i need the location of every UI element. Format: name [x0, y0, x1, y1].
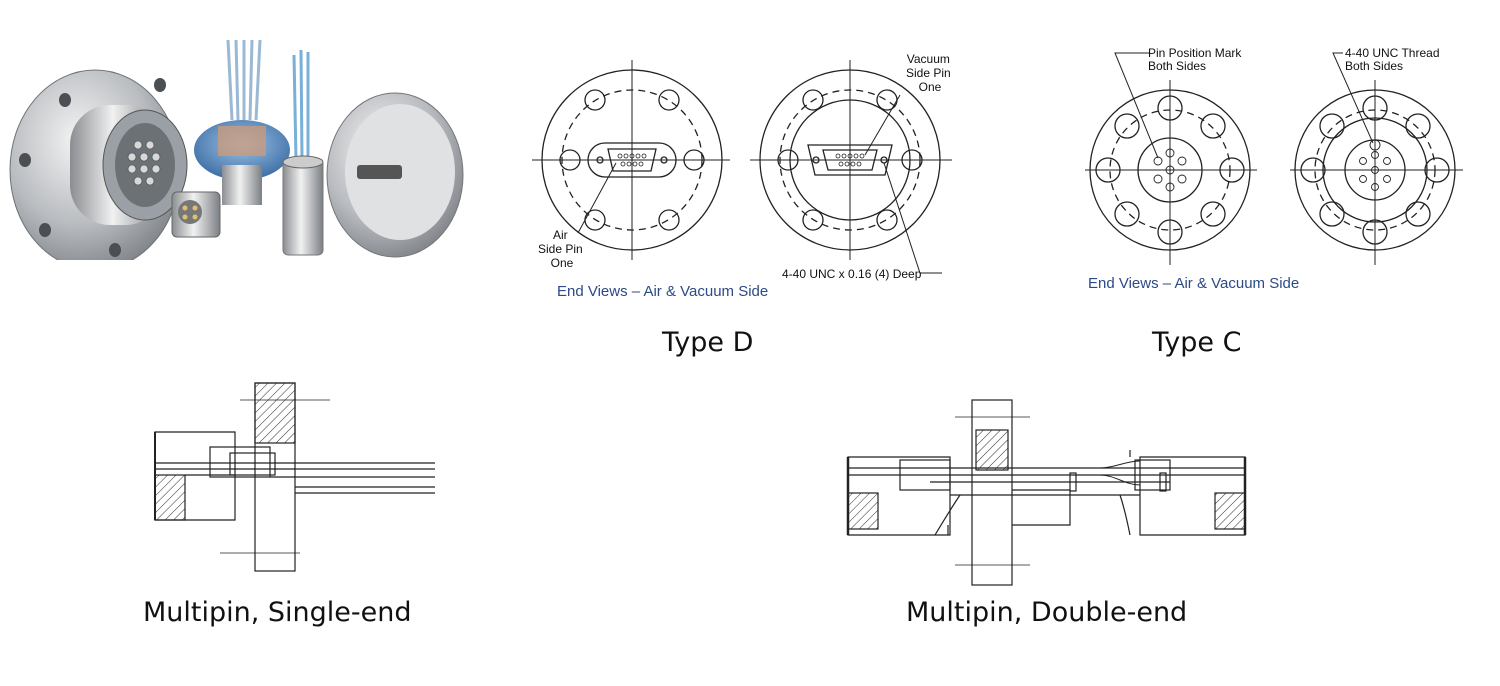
- caption-type-c: Type C: [1152, 327, 1242, 358]
- single-end-drawing: [140, 375, 440, 575]
- caption-double-end: Multipin, Double-end: [906, 597, 1188, 628]
- blue-flange-feedthrough: [194, 40, 290, 205]
- d-sub-flange: [326, 92, 464, 258]
- type-c-end-views: Pin Position Mark Both Sides 4-40 UNC Th…: [1075, 40, 1500, 300]
- mini-feedthrough: [171, 191, 221, 238]
- flange-feedthrough-large: [9, 69, 188, 260]
- sleeve-feedthrough: [282, 49, 324, 256]
- air-side-view: [532, 60, 730, 260]
- double-end-drawing: [840, 395, 1260, 595]
- air-side-pin-label: Air Side Pin One: [538, 228, 586, 270]
- type-d-end-views: Air Side Pin One Vacuum Side Pin One 4-4…: [520, 45, 970, 305]
- thread-note: 4-40 UNC x 0.16 (4) Deep: [782, 267, 922, 281]
- pin-position-label: Pin Position Mark Both Sides: [1148, 46, 1245, 73]
- end-views-label-d: End Views – Air & Vacuum Side: [557, 283, 768, 300]
- product-photo: [0, 40, 470, 260]
- caption-type-d: Type D: [662, 327, 754, 358]
- vacuum-side-pin-label: Vacuum Side Pin One: [906, 52, 954, 94]
- thread-label: 4-40 UNC Thread Both Sides: [1345, 46, 1443, 73]
- caption-single-end: Multipin, Single-end: [143, 597, 412, 628]
- type-c-vacuum-view: [1290, 52, 1463, 265]
- vacuum-side-view: [750, 60, 952, 274]
- end-views-label-c: End Views – Air & Vacuum Side: [1088, 275, 1299, 292]
- type-c-air-view: [1085, 52, 1257, 265]
